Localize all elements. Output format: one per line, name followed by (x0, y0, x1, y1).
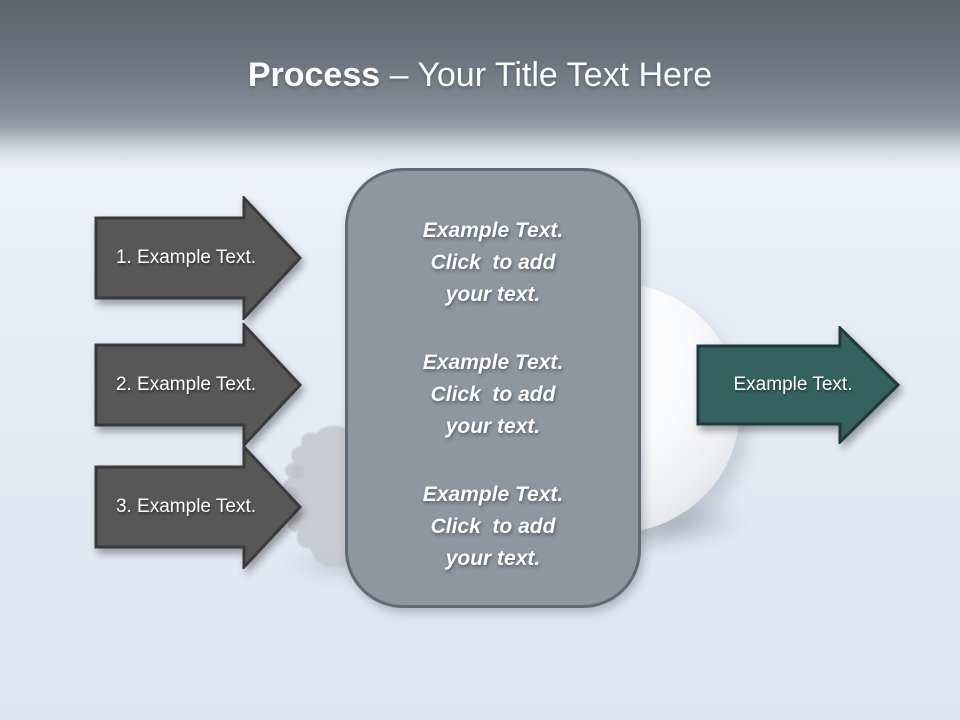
center-text-panel[interactable]: Example Text. Click to add your text. Ex… (345, 168, 641, 608)
title-rest: – Your Title Text Here (380, 56, 713, 94)
step-arrow-1[interactable]: 1. Example Text. (94, 196, 304, 320)
arrow-shape (94, 445, 303, 569)
title-emphasis: Process (247, 56, 381, 94)
step-arrow-3-label: 3. Example Text. (115, 496, 257, 517)
step-arrow-2-label: 2. Example Text. (115, 374, 257, 395)
slide-title[interactable]: Process – Your Title Text Here (0, 54, 960, 96)
panel-text-block-3[interactable]: Example Text. Click to add your text. (422, 483, 564, 570)
step-arrow-3[interactable]: 3. Example Text. (94, 445, 304, 569)
step-arrow-1-label: 1. Example Text. (115, 247, 257, 268)
arrow-shape (94, 323, 303, 447)
arrow-shape (94, 196, 303, 320)
arrow-shape (696, 326, 901, 444)
result-arrow[interactable]: Example Text. (696, 326, 902, 444)
step-arrow-2[interactable]: 2. Example Text. (94, 323, 304, 447)
panel-text-block-1[interactable]: Example Text. Click to add your text. (422, 219, 564, 306)
panel-text-block-2[interactable]: Example Text. Click to add your text. (422, 351, 564, 438)
result-arrow-label: Example Text. (733, 374, 853, 395)
